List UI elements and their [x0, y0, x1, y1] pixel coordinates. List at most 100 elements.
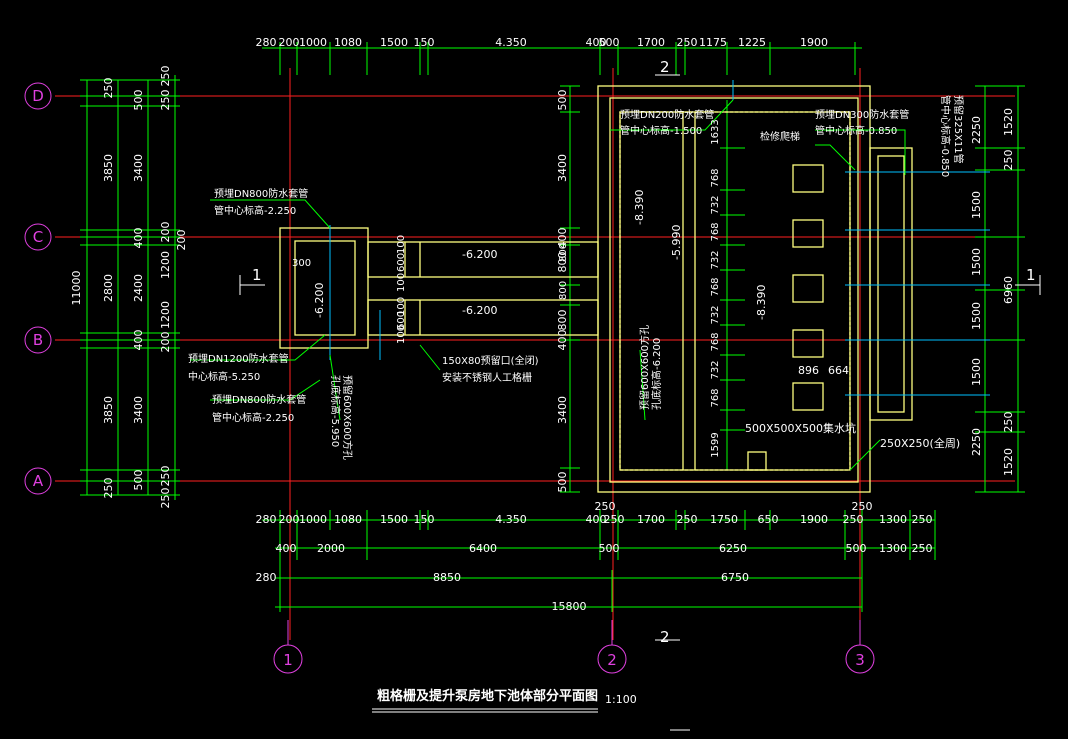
svg-text:250: 250: [1002, 150, 1015, 171]
svg-text:1175: 1175: [699, 36, 727, 49]
svg-text:250: 250: [604, 513, 625, 526]
svg-text:3400: 3400: [556, 396, 569, 424]
svg-text:400: 400: [586, 36, 607, 49]
svg-text:孔底标高-6.200: 孔底标高-6.200: [650, 338, 663, 410]
svg-text:预埋DN800防水套管: 预埋DN800防水套管: [212, 393, 306, 406]
annotation-notes: 预埋DN800防水套管 管中心标高-2.250 预埋DN1200防水套管 中心标…: [188, 95, 965, 460]
svg-text:600: 600: [396, 253, 407, 272]
svg-text:250: 250: [102, 78, 115, 99]
svg-text:100: 100: [396, 273, 407, 292]
svg-text:280: 280: [256, 513, 277, 526]
svg-text:1300: 1300: [879, 542, 907, 555]
svg-text:-6.200: -6.200: [462, 248, 497, 261]
svg-text:280: 280: [256, 571, 277, 584]
svg-text:768: 768: [710, 168, 721, 187]
top-dimension-labels: 280 200 1000 1080 1500 150 4.350 400 500…: [256, 36, 829, 49]
svg-text:200: 200: [159, 222, 172, 243]
svg-text:1633: 1633: [710, 119, 721, 144]
svg-text:预留325X11管: 预留325X11管: [952, 95, 965, 164]
pipes: [329, 80, 990, 396]
svg-text:250: 250: [159, 66, 172, 87]
svg-text:1900: 1900: [800, 36, 828, 49]
svg-text:768: 768: [710, 222, 721, 241]
svg-text:管中心标高-1.500: 管中心标高-1.500: [620, 124, 702, 137]
svg-text:500: 500: [846, 542, 867, 555]
svg-text:800: 800: [558, 281, 569, 300]
structure-walls: [279, 85, 913, 493]
svg-text:800: 800: [558, 243, 569, 262]
svg-text:6960: 6960: [1002, 276, 1015, 304]
svg-text:3400: 3400: [556, 154, 569, 182]
svg-text:1500: 1500: [380, 36, 408, 49]
svg-text:预埋DN200防水套管: 预埋DN200防水套管: [620, 108, 714, 121]
svg-text:1000: 1000: [299, 513, 327, 526]
svg-text:1080: 1080: [334, 513, 362, 526]
svg-text:732: 732: [710, 360, 721, 379]
right-dimension-labels: 1520 250 1500 1500 1500 1500 250 1520 22…: [970, 108, 1015, 476]
svg-text:732: 732: [710, 195, 721, 214]
svg-text:500: 500: [556, 472, 569, 493]
svg-text:768: 768: [710, 388, 721, 407]
svg-text:250: 250: [677, 513, 698, 526]
svg-text:3400: 3400: [132, 154, 145, 182]
svg-text:1500: 1500: [970, 358, 983, 386]
svg-text:500X500X500集水坑: 500X500X500集水坑: [745, 421, 856, 435]
svg-text:250: 250: [912, 542, 933, 555]
svg-text:2000: 2000: [317, 542, 345, 555]
axis-label-c: C: [33, 228, 43, 246]
svg-text:500: 500: [599, 542, 620, 555]
axis-label-a: A: [33, 472, 44, 490]
svg-text:250: 250: [677, 36, 698, 49]
svg-text:11000: 11000: [70, 271, 83, 306]
svg-text:3850: 3850: [102, 154, 115, 182]
svg-text:300: 300: [292, 258, 311, 269]
axis-label-3: 3: [855, 651, 865, 669]
drawing-title-block: 粗格栅及提升泵房地下池体部分平面图 1:100: [372, 688, 637, 713]
svg-text:600: 600: [396, 311, 407, 330]
svg-text:6750: 6750: [721, 571, 749, 584]
svg-text:500: 500: [132, 90, 145, 111]
svg-text:1900: 1900: [800, 513, 828, 526]
svg-text:150: 150: [414, 513, 435, 526]
leader-lines: [190, 99, 906, 471]
svg-text:1500: 1500: [970, 191, 983, 219]
svg-text:1750: 1750: [710, 513, 738, 526]
drawing-scale: 1:100: [605, 693, 637, 706]
svg-text:1000: 1000: [299, 36, 327, 49]
svg-text:250: 250: [159, 466, 172, 487]
section-mark-2-top: 2: [660, 58, 670, 76]
svg-text:-5.990: -5.990: [670, 225, 683, 260]
svg-text:150X80预留口(全闭): 150X80预留口(全闭): [442, 354, 539, 367]
svg-text:检修爬梯: 检修爬梯: [760, 130, 800, 143]
svg-text:4.350: 4.350: [495, 36, 527, 49]
svg-text:3850: 3850: [102, 396, 115, 424]
svg-text:-8.390: -8.390: [633, 190, 646, 225]
svg-text:250X250(全周): 250X250(全周): [880, 436, 960, 450]
svg-text:15800: 15800: [552, 600, 587, 613]
section-mark-1-left: 1: [252, 266, 262, 284]
section-mark-2-bottom: 2: [660, 628, 670, 646]
section-mark-1-right: 1: [1026, 266, 1036, 284]
axis-label-b: B: [33, 331, 43, 349]
svg-text:管中心标高-0.850: 管中心标高-0.850: [815, 124, 897, 137]
axis-label-1: 1: [283, 651, 293, 669]
svg-text:650: 650: [758, 513, 779, 526]
svg-text:预留600X600方孔: 预留600X600方孔: [638, 325, 651, 410]
svg-text:管中心标高-2.250: 管中心标高-2.250: [214, 204, 296, 217]
svg-text:孔底标高-5.950: 孔底标高-5.950: [329, 375, 342, 447]
axis-bubbles: D C B A 1 2 3: [24, 82, 875, 674]
svg-text:100: 100: [396, 325, 407, 344]
svg-text:6250: 6250: [719, 542, 747, 555]
svg-text:250: 250: [159, 90, 172, 111]
svg-text:664: 664: [828, 364, 849, 377]
svg-text:2250: 2250: [970, 428, 983, 456]
svg-text:150: 150: [414, 36, 435, 49]
svg-text:2250: 2250: [970, 116, 983, 144]
svg-text:800: 800: [556, 310, 569, 331]
svg-text:400: 400: [132, 228, 145, 249]
left-dimension-labels: 11000 250 3850 2800 3850 250 500 3400 40…: [70, 66, 188, 509]
svg-text:400: 400: [132, 330, 145, 351]
svg-text:400: 400: [556, 330, 569, 351]
